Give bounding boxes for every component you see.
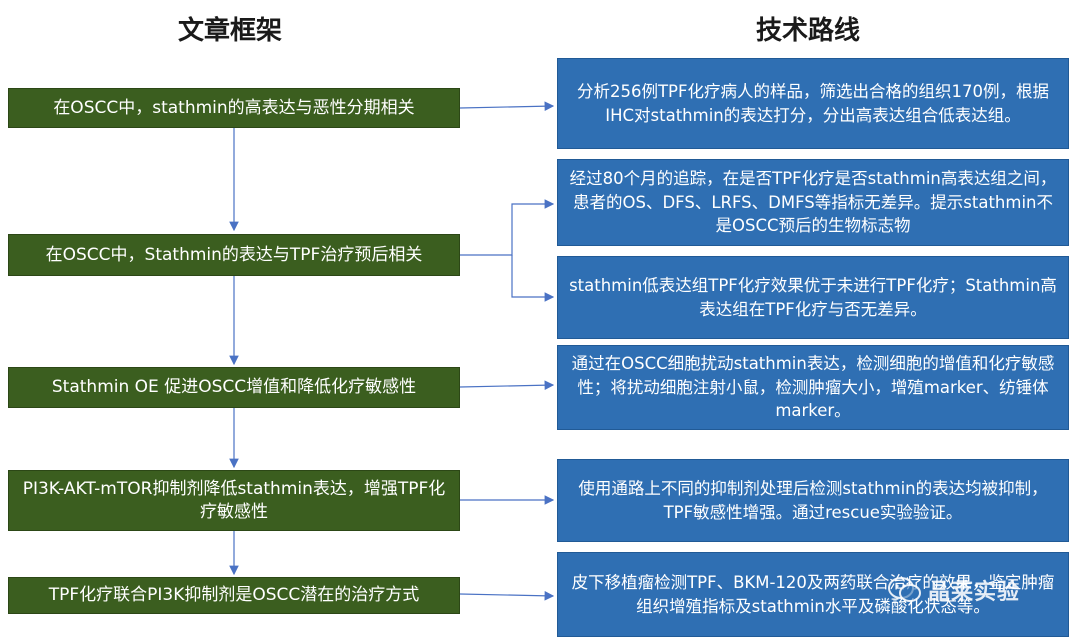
- route-step-4: 通过在OSCC细胞扰动stathmin表达，检测细胞的增值和化疗敏感性；将扰动细…: [557, 345, 1069, 430]
- right-arrow-1: [459, 101, 555, 111]
- watermark: 晶莱实验: [888, 574, 1020, 606]
- wechat-icon: [888, 576, 922, 604]
- right-arrow-5: [459, 591, 555, 601]
- watermark-text: 晶莱实验: [928, 580, 1021, 605]
- framework-heading: 文章框架: [177, 16, 282, 46]
- right-arrow-3: [459, 380, 555, 390]
- route-step-1: 分析256例TPF化疗病人的样品，筛选出合格的组织170例，根据IHC对stat…: [557, 58, 1069, 149]
- right-arrow-2a: [460, 199, 555, 256]
- route-step-6: 皮下移植瘤检测TPF、BKM-120及两药联合治疗的效果，鉴定肿瘤组织增殖指标及…: [557, 552, 1069, 637]
- framework-step-3: Stathmin OE 促进OSCC增值和降低化疗敏感性: [8, 367, 460, 408]
- framework-step-5: TPF化疗联合PI3K抑制剂是OSCC潜在的治疗方式: [8, 577, 460, 614]
- route-step-3: stathmin低表达组TPF化疗效果优于未进行TPF化疗；Stathmin高表…: [557, 256, 1069, 339]
- framework-step-2: 在OSCC中，Stathmin的表达与TPF治疗预后相关: [8, 234, 460, 276]
- framework-step-4: PI3K-AKT-mTOR抑制剂降低stathmin表达，增强TPF化疗敏感性: [8, 470, 460, 531]
- route-step-2: 经过80个月的追踪，在是否TPF化疗是否stathmin高表达组之间，患者的OS…: [557, 159, 1069, 246]
- framework-step-1: 在OSCC中，stathmin的高表达与恶性分期相关: [8, 88, 460, 128]
- route-step-5: 使用通路上不同的抑制剂处理后检测stathmin的表达均被抑制，TPF敏感性增强…: [557, 459, 1069, 542]
- route-heading: 技术路线: [755, 16, 860, 46]
- right-arrow-2b: [511, 255, 555, 302]
